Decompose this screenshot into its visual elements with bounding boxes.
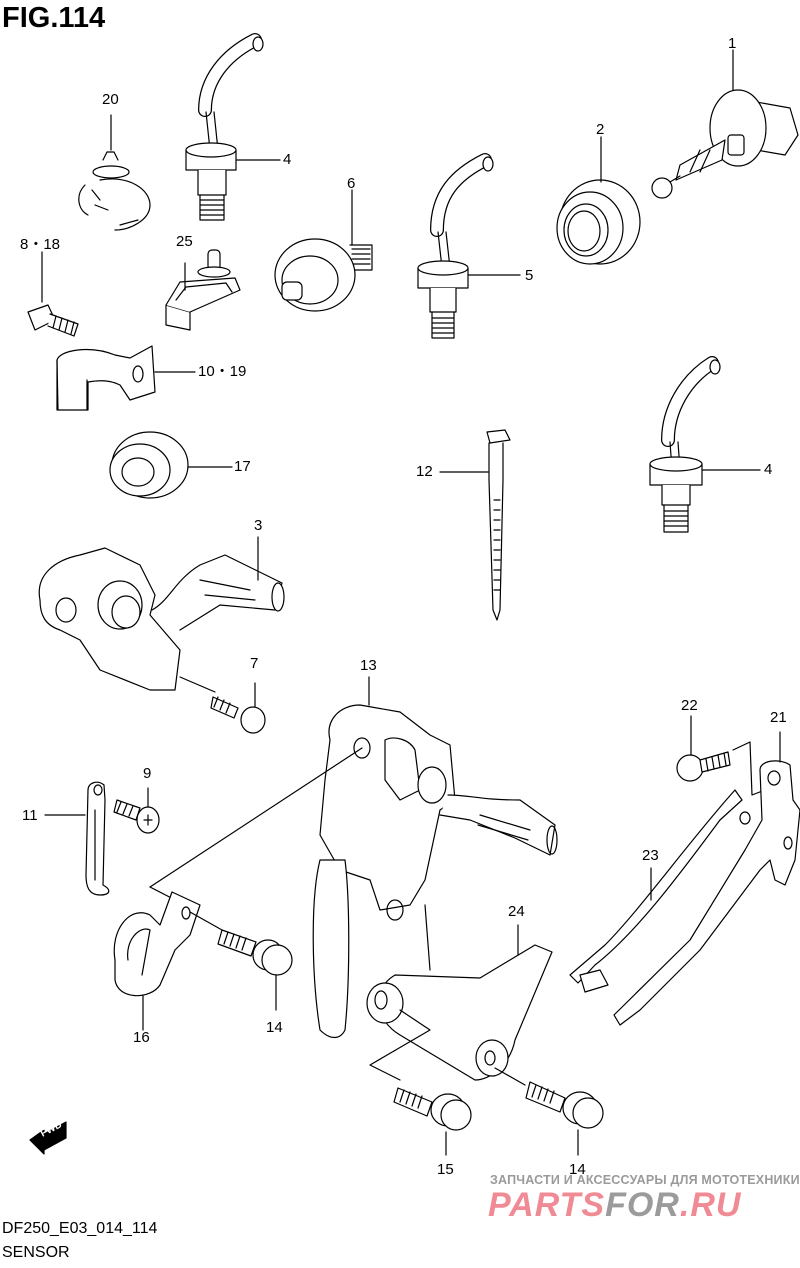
part-24-bracket[interactable] — [366, 904, 553, 1081]
callout-4-top[interactable]: 4 — [283, 151, 292, 168]
part-8-18-bolt[interactable] — [27, 251, 79, 337]
part-11-plate[interactable] — [44, 781, 110, 896]
callout-5[interactable]: 5 — [525, 267, 534, 284]
callout-15[interactable]: 15 — [437, 1161, 454, 1178]
part-7-bolt[interactable] — [179, 676, 266, 734]
callout-10-19[interactable]: 10・19 — [198, 363, 247, 380]
part-4-sensor-top[interactable] — [185, 33, 264, 221]
callout-20[interactable]: 20 — [102, 91, 119, 108]
callout-25[interactable]: 25 — [176, 233, 193, 250]
callout-3[interactable]: 3 — [254, 517, 263, 534]
callout-14-bottom[interactable]: 14 — [569, 1161, 586, 1178]
part-16-clamp[interactable] — [113, 891, 201, 1031]
callout-16[interactable]: 16 — [133, 1029, 150, 1046]
part-1-sensor-connector[interactable] — [651, 49, 799, 199]
figure-name: SENSOR — [2, 1244, 70, 1261]
callout-12[interactable]: 12 — [416, 463, 433, 480]
callout-13[interactable]: 13 — [360, 657, 377, 674]
callout-21[interactable]: 21 — [770, 709, 787, 726]
part-17-grommet[interactable] — [109, 431, 233, 499]
part-23-lever[interactable] — [569, 789, 751, 993]
callout-11[interactable]: 11 — [22, 807, 38, 824]
part-12-cable-tie[interactable] — [439, 429, 511, 621]
callout-7[interactable]: 7 — [250, 655, 259, 672]
forward-arrow-icon — [29, 1121, 67, 1155]
callout-22[interactable]: 22 — [681, 697, 698, 714]
callout-2[interactable]: 2 — [596, 121, 605, 138]
callout-1[interactable]: 1 — [728, 35, 737, 52]
part-2-grommet[interactable] — [556, 136, 641, 265]
part-14-bolt-bottom[interactable] — [494, 1067, 604, 1156]
callout-24[interactable]: 24 — [508, 903, 525, 920]
part-21-bracket[interactable] — [613, 731, 800, 1026]
part-10-19-clamp[interactable] — [56, 345, 196, 411]
watermark-brand[interactable]: PARTSFOR.RU — [488, 1186, 741, 1225]
watermark-brand-for: FOR — [605, 1186, 680, 1224]
part-25-clamp[interactable] — [165, 249, 241, 331]
part-4-sensor-right[interactable] — [649, 356, 761, 533]
part-3-lever-assembly[interactable] — [38, 536, 285, 691]
callout-9[interactable]: 9 — [143, 765, 152, 782]
callout-8-18[interactable]: 8・18 — [20, 236, 61, 253]
callout-6[interactable]: 6 — [347, 175, 356, 192]
part-22-bolt[interactable] — [676, 715, 766, 796]
part-14-bolt-left[interactable] — [189, 911, 293, 1011]
figure-code: DF250_E03_014_114 — [2, 1220, 158, 1237]
part-5-sensor[interactable] — [417, 153, 521, 339]
callout-17[interactable]: 17 — [234, 458, 251, 475]
part-13-sensor-assembly[interactable] — [149, 676, 558, 1039]
watermark-brand-ru: .RU — [679, 1186, 742, 1224]
part-9-screw[interactable] — [113, 787, 160, 834]
watermark-subtitle: ЗАПЧАСТИ И АКСЕССУАРЫ ДЛЯ МОТОТЕХНИКИ — [490, 1173, 800, 1187]
callout-4-right[interactable]: 4 — [764, 461, 773, 478]
part-15-bolt[interactable] — [393, 1087, 472, 1156]
part-6-pressure-switch[interactable] — [274, 189, 373, 312]
callout-23[interactable]: 23 — [642, 847, 659, 864]
figure-title: FIG.114 — [2, 2, 106, 34]
watermark-brand-parts: PARTS — [488, 1186, 606, 1224]
part-20-clip[interactable] — [78, 114, 151, 231]
callout-14-left[interactable]: 14 — [266, 1019, 283, 1036]
